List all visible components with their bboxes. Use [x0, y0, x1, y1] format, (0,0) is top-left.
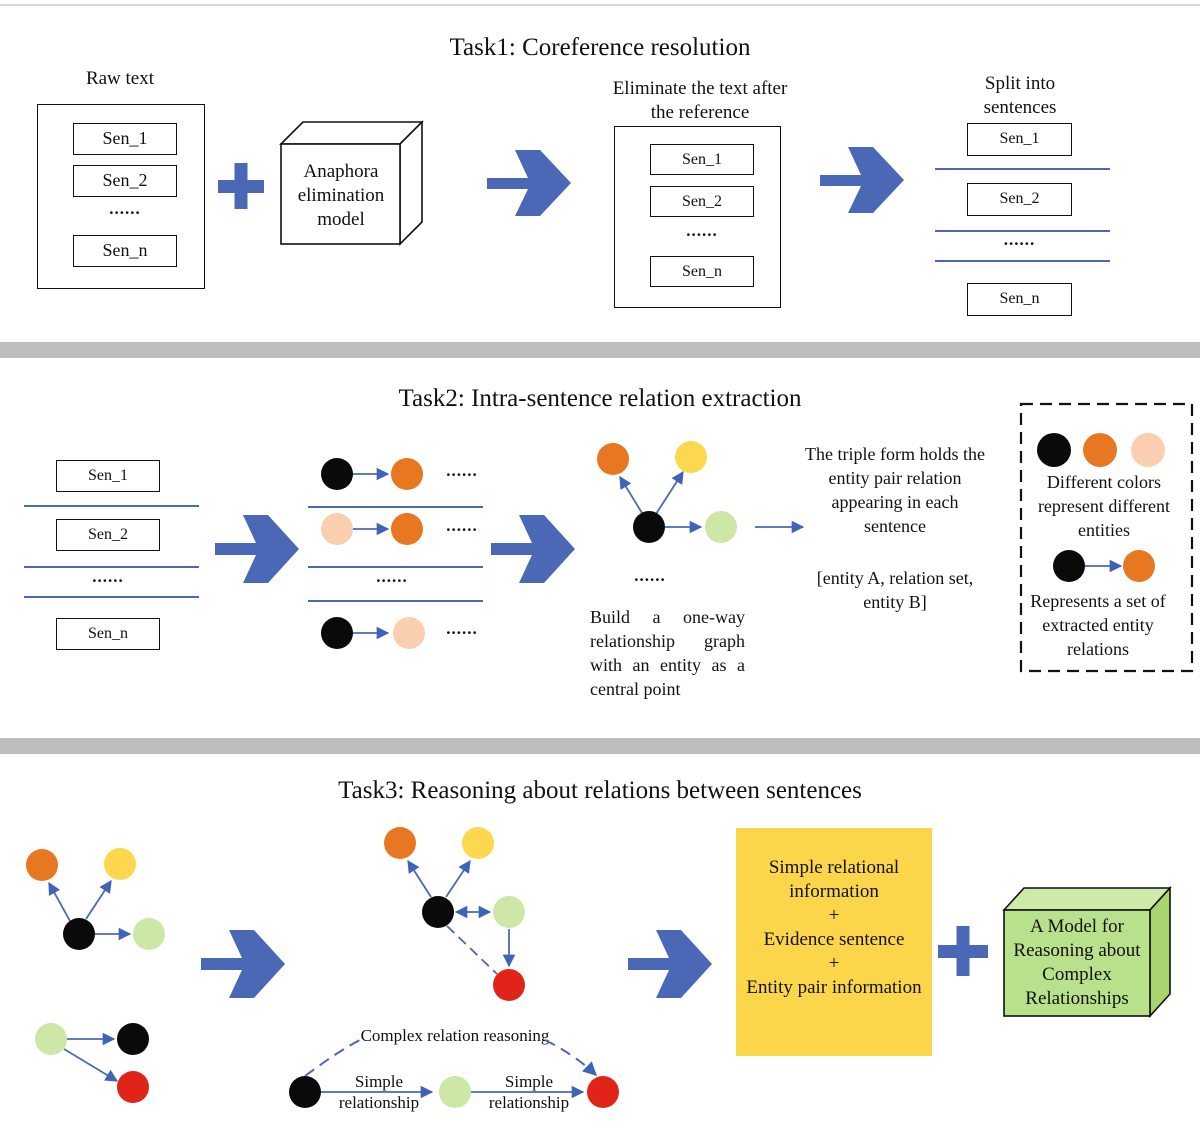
- raw-sentence-1: Sen_1: [73, 123, 177, 155]
- split-label: Split into sentences: [983, 73, 1057, 118]
- entity-node: [35, 1023, 67, 1055]
- legend-node-black: [1037, 433, 1071, 467]
- entity-node: [493, 896, 525, 928]
- relational-info-box: Simple relational information + Evidence…: [736, 828, 932, 1056]
- ellipsis: ......: [446, 461, 478, 480]
- entity-node: [384, 827, 416, 859]
- right-arrow-icon: [628, 930, 712, 998]
- plus-icon: [938, 926, 988, 976]
- panel-separator: [0, 738, 1200, 754]
- sentence-divider: [24, 505, 483, 602]
- legend-relation-text: Represents a set of extracted entity rel…: [1030, 591, 1166, 659]
- legend-relation-pair: [1053, 550, 1155, 582]
- ellipsis: ......: [634, 566, 666, 585]
- merged-relation-graph: [384, 827, 525, 1001]
- relation-pair: [321, 617, 425, 649]
- panel-separator: [0, 342, 1200, 358]
- info-evidence-sentence: Evidence sentence: [763, 929, 905, 950]
- info-plus: +: [828, 905, 840, 926]
- graph-caption: Build a one-way relationship graph with …: [590, 607, 745, 699]
- simple-relationship-label-1: Simple relationship: [338, 1072, 420, 1112]
- ellipsis: ......: [446, 619, 478, 638]
- entity-node: [321, 617, 353, 649]
- eliminated-sentence-1: Sen_1: [650, 144, 754, 175]
- ellipsis: ......: [109, 199, 141, 218]
- eliminated-sentence-n: Sen_n: [650, 256, 754, 287]
- ellipsis: ......: [92, 567, 124, 586]
- split-sentence-2: Sen_2: [967, 183, 1072, 216]
- raw-sentence-2: Sen_2: [73, 165, 177, 197]
- entity-node: [117, 1071, 149, 1103]
- simple-relationship-label-2: Simple relationship: [488, 1072, 570, 1112]
- entity-node: [633, 511, 665, 543]
- task2-panel: [0, 360, 1200, 736]
- ellipsis: ......: [686, 221, 718, 240]
- entity-node: [587, 1076, 619, 1108]
- entity-node: [675, 441, 707, 473]
- split-sentence-1: Sen_1: [967, 123, 1072, 156]
- right-arrow-icon: [201, 930, 285, 998]
- entity-node: [391, 513, 423, 545]
- reasoning-model-cube: [1002, 885, 1172, 1019]
- entity-node: [26, 849, 58, 881]
- right-arrow-icon: [491, 515, 575, 583]
- raw-text-label: Raw text: [85, 68, 155, 89]
- reasoning-chain: [289, 1039, 619, 1108]
- entity-node: [393, 617, 425, 649]
- legend-box: [1019, 402, 1194, 673]
- task1-title: Task1: Coreference resolution: [449, 34, 751, 61]
- info-simple-relational: Simple relational information: [768, 857, 900, 902]
- sentence-divider: [935, 168, 1110, 262]
- one-way-relation-graph: [597, 441, 737, 543]
- task2-title: Task2: Intra-sentence relation extractio…: [398, 385, 802, 412]
- ellipsis: ......: [376, 567, 408, 586]
- eliminated-sentence-2: Sen_2: [650, 186, 754, 217]
- entity-node: [705, 511, 737, 543]
- legend-colors-text: Different colors represent different ent…: [1037, 472, 1171, 540]
- plus-icon: [218, 163, 264, 209]
- raw-sentence-n: Sen_n: [73, 235, 177, 267]
- task3-panel: [0, 756, 1200, 1136]
- right-arrow-icon: [215, 515, 299, 583]
- entity-node: [439, 1076, 471, 1108]
- entity-node: [597, 443, 629, 475]
- entity-node: [321, 513, 353, 545]
- entity-node: [422, 896, 454, 928]
- right-arrow-icon: [487, 150, 571, 216]
- entity-node: [133, 918, 165, 950]
- ellipsis: ......: [1003, 230, 1036, 249]
- reasoning-model-label: A Model for Reasoning about Complex Rela…: [1013, 916, 1141, 1009]
- t2-sentence-2: Sen_2: [56, 519, 160, 551]
- anaphora-model-label: Anaphora elimination model: [297, 161, 385, 230]
- complex-relation-label: Complex relation reasoning: [360, 1026, 550, 1045]
- t2-sentence-n: Sen_n: [56, 618, 160, 650]
- info-plus: +: [828, 953, 840, 974]
- info-entity-pair: Entity pair information: [746, 977, 922, 998]
- eliminate-label: Eliminate the text after the reference: [612, 78, 788, 123]
- relation-pair: [321, 513, 423, 545]
- ellipsis: ......: [446, 516, 478, 535]
- entity-node: [63, 918, 95, 950]
- entity-node: [391, 458, 423, 490]
- split-sentence-n: Sen_n: [967, 283, 1072, 316]
- triple-description: The triple form holds the entity pair re…: [805, 444, 985, 536]
- entity-node: [462, 827, 494, 859]
- sentence-graph-1: [26, 848, 165, 950]
- relation-pair: [321, 458, 423, 490]
- entity-node: [289, 1076, 321, 1108]
- entity-node: [117, 1023, 149, 1055]
- entity-node: [104, 848, 136, 880]
- legend-node-peach: [1131, 433, 1165, 467]
- entity-node: [321, 458, 353, 490]
- t2-sentence-1: Sen_1: [56, 460, 160, 492]
- right-arrow-icon: [820, 147, 904, 213]
- entity-node: [493, 969, 525, 1001]
- sentence-graph-2: [35, 1023, 149, 1103]
- anaphora-model-cube: [279, 120, 424, 246]
- triple-form: [entity A, relation set, entity B]: [816, 568, 974, 612]
- task3-title: Task3: Reasoning about relations between…: [338, 777, 862, 804]
- legend-node-orange: [1083, 433, 1117, 467]
